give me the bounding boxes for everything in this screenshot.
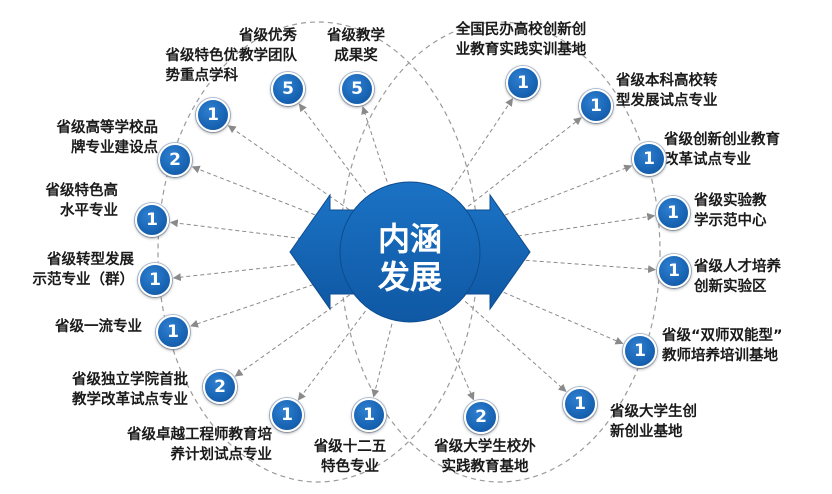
count-badge: 1 — [656, 196, 690, 230]
connector-arrow — [234, 294, 350, 377]
item-label: 省级教学成果奖 — [327, 28, 385, 64]
count-badge: 1 — [623, 334, 657, 368]
item-label: 省级大学生校外实践教育基地 — [434, 439, 536, 475]
count-badge: 2 — [464, 400, 498, 434]
item-label: 省级本科高校转型发展试点专业 — [616, 73, 718, 109]
count-badge: 1 — [135, 203, 169, 237]
item-label: 省级十二五特色专业 — [313, 439, 387, 475]
item-label: 省级创新创业教育改革试点专业 — [664, 132, 780, 168]
connector-arrow — [478, 164, 633, 226]
connector-arrow — [467, 117, 582, 207]
count-badge: 1 — [657, 254, 691, 288]
count-badge: 1 — [579, 89, 613, 123]
item-label: 省级转型发展示范专业（群） — [32, 252, 135, 288]
count-badge: 2 — [158, 143, 192, 177]
item-label: 省级“双师双能型”教师培养培训基地 — [662, 328, 783, 364]
item-label: 省级特色高水平专业 — [45, 183, 119, 219]
count-badge: 1 — [506, 66, 540, 100]
connector-arrow — [450, 97, 513, 191]
count-badge: 5 — [271, 72, 305, 106]
count-badge: 1 — [196, 98, 230, 132]
center-hub — [339, 181, 481, 323]
count-badge: 1 — [156, 315, 190, 349]
right-dashed-ring — [339, 21, 661, 483]
connector-arrow — [172, 259, 337, 282]
item-label: 省级特色优势重点学科 — [165, 48, 239, 84]
count-badge: 1 — [632, 142, 666, 176]
center-title: 内涵 发展 — [352, 220, 468, 296]
connector-arrow — [298, 103, 367, 194]
connector-arrow — [190, 275, 341, 328]
item-label: 省级优秀教学团队 — [239, 28, 297, 64]
connector-arrow — [464, 300, 567, 393]
item-label: 省级大学生创新创业基地 — [610, 404, 697, 440]
count-badge: 1 — [138, 263, 172, 297]
item-label: 省级高等学校品牌专业建设点 — [56, 120, 159, 156]
item-label: 省级人才培养创新实验区 — [694, 259, 781, 295]
count-badge: 1 — [563, 387, 597, 421]
connector-arrow — [191, 165, 342, 226]
count-badge: 5 — [340, 72, 374, 106]
item-label: 省级独立学院首批教学改革试点专业 — [72, 372, 188, 408]
connector-arrow — [227, 125, 350, 211]
item-label: 省级实验教学示范中心 — [694, 193, 767, 229]
item-label: 省级卓越工程师教育培养计划试点专业 — [127, 427, 272, 463]
count-badge: 1 — [352, 398, 386, 432]
connector-arrow — [361, 106, 388, 182]
center-title-line-1: 内涵 — [377, 220, 442, 258]
item-label: 全国民办高校创新创业教育实践实训基地 — [455, 22, 587, 58]
connector-arrow — [371, 323, 393, 398]
connector-arrow — [438, 319, 475, 401]
count-badge: 2 — [203, 370, 237, 404]
connector-arrow — [477, 280, 624, 345]
count-badge: 1 — [270, 398, 304, 432]
center-title-line-2: 发展 — [377, 258, 442, 296]
item-label: 省级一流专业 — [55, 319, 142, 335]
connector-arrow — [297, 310, 366, 401]
